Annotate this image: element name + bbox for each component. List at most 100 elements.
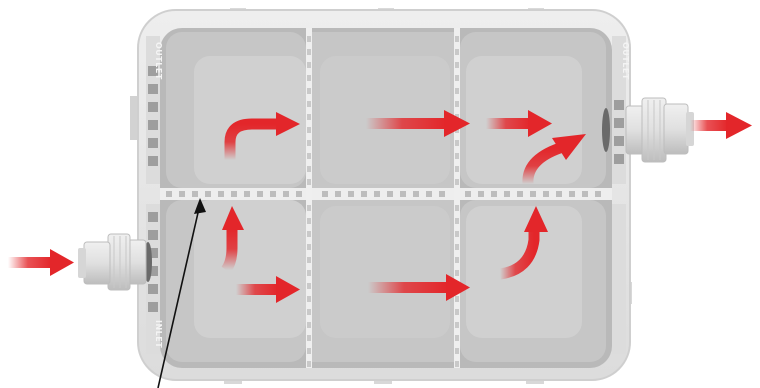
baffle-slot [582,191,588,197]
baffle-slot [491,191,497,197]
baffle-slot [166,191,172,197]
baffle-slot [283,191,289,197]
baffle-slot [348,191,354,197]
baffle-slot [455,322,459,328]
baffle-slot [296,191,302,197]
baffle-slot [307,309,311,315]
baffle-slot [455,205,459,211]
baffle-slot [307,101,311,107]
vertical-baffle-right [454,28,460,368]
baffle-slot [455,179,459,185]
baffle-slot [307,153,311,159]
baffle-slot [455,309,459,315]
baffle-slot [307,166,311,172]
baffle-slot [307,127,311,133]
flow-arrow-up-curve-4 [498,206,548,280]
baffle-slot [218,191,224,197]
baffle-slot [192,191,198,197]
baffle-slot [455,88,459,94]
chamber-bottom-right [460,200,606,362]
baffle-slot [439,191,445,197]
baffle-slot [307,218,311,224]
chamber-bottom-middle [312,200,454,362]
outlet-fitting [602,97,694,163]
baffle-slot [307,322,311,328]
flow-arrow-lower-right-2 [368,274,470,301]
baffle-slot [465,191,471,197]
baffle-slot [455,62,459,68]
baffle-slot [307,348,311,354]
baffle-slot [231,191,237,197]
baffle-slot [413,191,419,197]
baffle-slot [569,191,575,197]
baffle-slot [205,191,211,197]
baffle-slot [307,36,311,42]
baffle-slot [307,296,311,302]
baffle-slot [307,88,311,94]
baffle-slot [455,335,459,341]
baffle-slot [455,270,459,276]
baffle-slot [307,75,311,81]
baffles [160,28,612,368]
baffle-slot [361,191,367,197]
baffle-slot [400,191,406,197]
outlet-arrow [690,112,752,139]
outlet-label-left: OUTLET [154,42,163,80]
flow-arrow-up-right-8 [522,134,586,185]
flow-arrow-right-6 [366,110,470,137]
flow-arrow-up-3 [221,206,244,274]
baffle-slots [166,36,601,367]
inlet-label: INLET [154,320,163,348]
outlet-label-right: OUTLET [621,42,630,80]
baffle-slot [307,49,311,55]
baffle-slot [455,348,459,354]
baffle-slot [455,361,459,367]
baffle-slot [244,191,250,197]
baffle-slot [307,361,311,367]
baffle-slot [543,191,549,197]
baffle-slot [455,218,459,224]
baffle-slot [478,191,484,197]
chamber-top-left [166,32,306,188]
baffle-slot [595,191,601,197]
baffle-slot [387,191,393,197]
baffle-slot [455,296,459,302]
baffle-slot [307,244,311,250]
chamber-top-middle [312,32,454,188]
flow-arrow-right-7 [486,110,552,137]
baffle-slot [307,179,311,185]
baffle-slot [270,191,276,197]
baffle-slot [307,205,311,211]
callout-leader-line [157,198,206,388]
baffle-slot [455,153,459,159]
flow-arrow-right-5 [224,112,300,160]
baffle-slot [322,191,328,197]
baffle-slot [307,140,311,146]
baffle-slot [455,75,459,81]
baffle-slot [257,191,263,197]
baffle-slot [504,191,510,197]
chamber-bottom-left [166,200,306,362]
flow-arrows [8,110,752,303]
right-wall-vents [612,36,626,354]
chambers [166,32,606,362]
baffle-slot [455,166,459,172]
baffle-slot [455,231,459,237]
vertical-baffle-left [306,28,312,368]
baffle-slot [307,114,311,120]
baffle-slot [335,191,341,197]
flow-arrow-lower-right-1 [236,276,300,303]
baffle-slot [426,191,432,197]
baffle-slot [455,244,459,250]
baffle-slot [517,191,523,197]
baffle-slot [455,257,459,263]
baffle-slot [455,36,459,42]
left-wall-vents [146,36,160,354]
baffle-slot [307,270,311,276]
baffle-slot [307,62,311,68]
baffle-slot [179,191,185,197]
baffle-slot [374,191,380,197]
baffle-slot [455,140,459,146]
